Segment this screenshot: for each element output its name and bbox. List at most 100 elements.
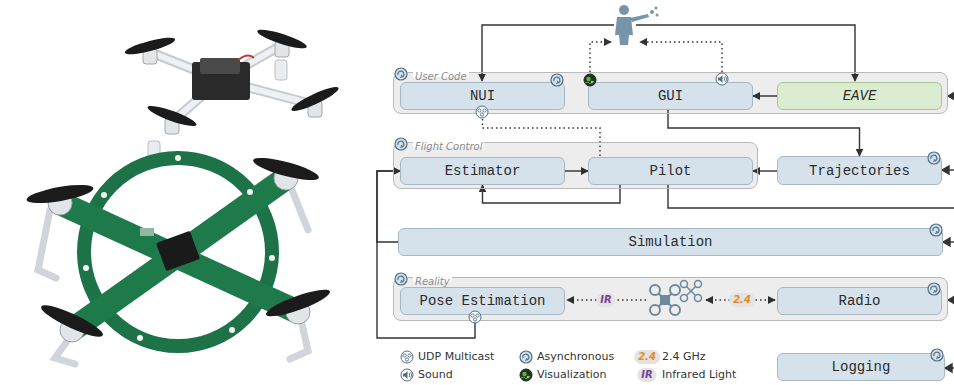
rear-quadcopter — [200, 58, 240, 74]
front-quadcopter — [264, 285, 333, 321]
process-box: Pose Estimation — [400, 287, 565, 315]
front-quadcopter — [269, 255, 275, 261]
front-quadcopter — [25, 153, 332, 364]
process-box: Estimator — [400, 157, 565, 185]
group-band: Flight ControlEstimator Pilot — [393, 142, 758, 189]
quadcopter-photo — [25, 26, 340, 364]
process-box: EAVE — [777, 82, 942, 110]
front-quadcopter — [83, 265, 89, 271]
group-heading: Flight Control — [413, 141, 484, 153]
legend-text: Sound — [418, 368, 453, 381]
rear-quadcopter — [124, 34, 177, 57]
feedback-line — [590, 42, 611, 72]
input-arrow-stub — [942, 166, 949, 174]
box-label: Pose Estimation — [419, 293, 545, 309]
asynchronous-icon — [928, 152, 940, 164]
process-box: GUI — [588, 82, 753, 110]
asynchronous-icon — [928, 283, 940, 295]
input-arrow-stub — [942, 92, 954, 372]
user-figure — [630, 14, 649, 22]
asynchronous-icon — [931, 349, 943, 361]
sound-icon — [716, 73, 728, 85]
input-arrow-stub — [945, 364, 952, 372]
rear-quadcopter — [238, 55, 254, 60]
rear-quadcopter — [275, 60, 287, 80]
front-quadcopter — [60, 203, 298, 312]
front-quadcopter — [251, 153, 320, 184]
input-arrow-stub — [950, 241, 954, 242]
rear-quadcopter — [256, 26, 309, 52]
legend-text: Visualization — [537, 368, 606, 381]
legend-text: 2.4 GHz — [662, 350, 706, 363]
front-quadcopter — [101, 192, 107, 198]
process-box: Radio — [777, 287, 942, 315]
box-label: Trajectories — [809, 163, 910, 179]
sound-icon — [401, 369, 413, 381]
asynchronous-icon — [395, 68, 407, 80]
front-quadcopter — [156, 231, 200, 272]
front-quadcopter — [84, 158, 272, 346]
feedback-line — [590, 42, 722, 72]
asynchronous-icon — [395, 138, 407, 150]
feedback-line — [640, 42, 722, 72]
process-box: Simulation — [398, 228, 943, 256]
box-label: NUI — [470, 88, 495, 104]
front-quadcopter — [25, 181, 94, 207]
front-quadcopter — [140, 228, 154, 236]
rear-quadcopter — [146, 102, 198, 129]
group-band: User CodeNUIGUIEAVE — [393, 72, 948, 114]
legend-text: UDP Multicast — [418, 350, 494, 363]
user-figure — [656, 14, 659, 17]
user-figure — [619, 5, 629, 15]
input-arrow-stub — [948, 296, 954, 304]
box-label: EAVE — [843, 88, 877, 104]
box-label: GUI — [658, 88, 683, 104]
udp-multicast-icon — [401, 351, 413, 363]
legend-text: Asynchronous — [537, 350, 614, 363]
front-quadcopter — [38, 210, 56, 278]
asynchronous-icon — [520, 351, 532, 363]
udp-multicast-icon — [401, 106, 488, 363]
input-arrow-stub — [948, 92, 954, 100]
front-quadcopter — [38, 300, 106, 341]
input-arrow-stub — [949, 169, 954, 170]
box-label: Estimator — [445, 163, 521, 179]
front-quadcopter — [247, 189, 253, 195]
input-arrow-stub — [952, 367, 954, 368]
asynchronous-icon — [395, 273, 407, 285]
rear-quadcopter — [124, 26, 341, 163]
front-quadcopter — [229, 327, 235, 333]
user-figure — [615, 17, 633, 45]
asynchronous-icon — [395, 68, 943, 363]
asynchronous-icon — [930, 224, 942, 236]
rear-quadcopter — [289, 83, 340, 114]
front-quadcopter — [72, 178, 286, 330]
front-quadcopter — [175, 155, 181, 161]
visualization-icon — [520, 369, 532, 381]
asynchronous-icon — [551, 74, 563, 86]
infrared-badge: IR — [596, 293, 615, 307]
box-label: Radio — [838, 293, 880, 309]
udp-multicast-icon — [469, 311, 481, 323]
radio-badge: 2.4 — [634, 350, 660, 364]
process-box: Trajectories — [777, 156, 942, 185]
box-label: Simulation — [628, 234, 712, 250]
legend-text: Infrared Light — [662, 368, 736, 381]
user-figure — [650, 10, 654, 14]
process-box: Logging — [777, 353, 945, 381]
box-label: Pilot — [649, 163, 691, 179]
visualization-icon — [520, 74, 596, 381]
process-box: Pilot — [588, 157, 753, 185]
user-figure — [655, 7, 658, 10]
visualization-icon — [584, 74, 596, 86]
infrared-badge: IR — [637, 368, 656, 382]
box-label: Logging — [832, 359, 891, 375]
sound-icon — [401, 73, 728, 381]
front-quadcopter — [137, 335, 143, 341]
input-arrow-stub — [943, 238, 950, 246]
